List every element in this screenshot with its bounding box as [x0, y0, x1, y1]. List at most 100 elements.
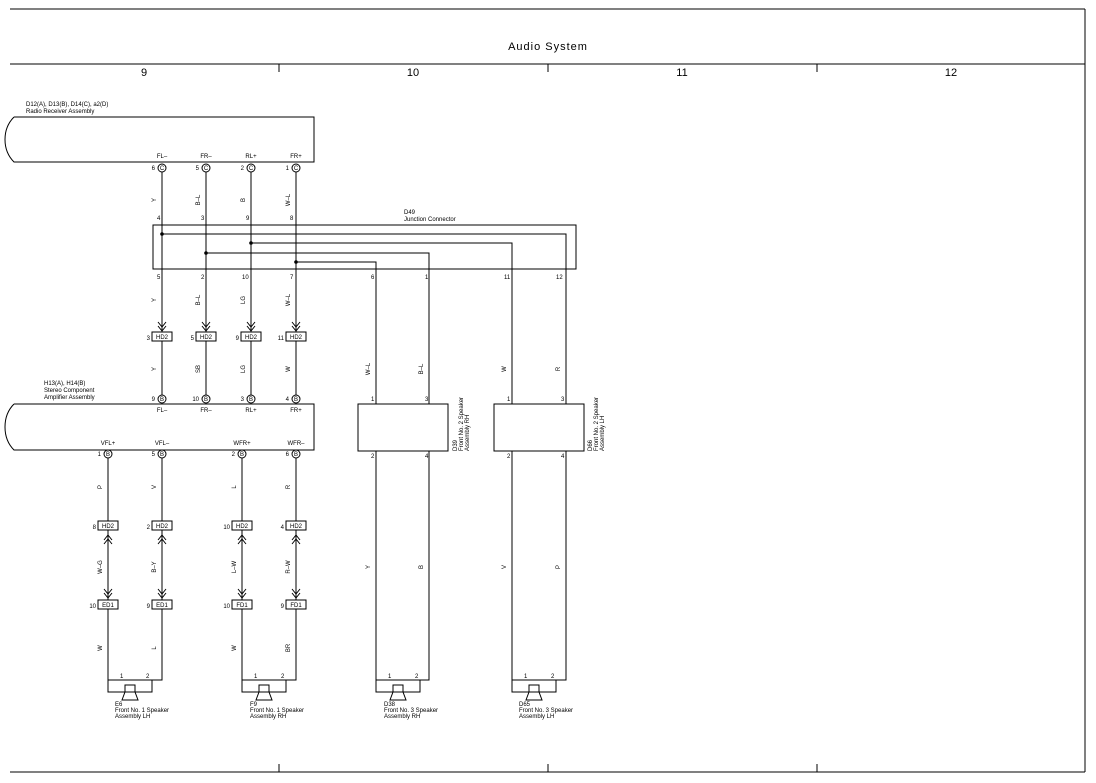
- amp-terminal: 1 B: [98, 449, 113, 459]
- wire-color: W–L: [286, 293, 292, 306]
- speaker-cone-icon: [255, 691, 273, 701]
- speaker-pin: 2: [507, 454, 511, 460]
- speaker-name: Assembly RH: [465, 415, 471, 451]
- hd2-connector: 8 HD2: [93, 520, 119, 531]
- svg-text:FD1: FD1: [290, 603, 302, 609]
- amplifier-name: Amplifier Assembly: [44, 395, 95, 401]
- speaker-d38: 1 2 D38 Front No. 3 Speaker Assembly RH: [375, 674, 438, 720]
- svg-text:1: 1: [98, 452, 102, 458]
- svg-text:2: 2: [232, 452, 236, 458]
- svg-text:B: B: [106, 452, 110, 458]
- speaker-name: Assembly RH: [250, 714, 286, 720]
- junction-pin: 1: [425, 275, 429, 281]
- speaker-icon: [392, 684, 404, 693]
- speaker-assembly-box: [357, 403, 449, 452]
- column-number: 11: [676, 67, 687, 79]
- speaker-name: Assembly LH: [600, 416, 606, 451]
- svg-text:B: B: [240, 452, 244, 458]
- terminal-signal: FR+: [290, 154, 302, 160]
- speaker-pin: 1: [120, 674, 124, 680]
- terminal-signal: FR–: [200, 408, 212, 414]
- svg-text:HD2: HD2: [245, 335, 258, 341]
- junction-pin: 2: [201, 275, 205, 281]
- amp-terminal: 10 B: [192, 394, 211, 404]
- speaker-pin: 2: [551, 674, 555, 680]
- svg-text:5: 5: [196, 166, 200, 172]
- wire-color: B–L: [196, 194, 202, 205]
- junction-pin: 10: [242, 275, 249, 281]
- svg-text:FD1: FD1: [236, 603, 248, 609]
- speaker-pin: 1: [524, 674, 528, 680]
- amplifier-id: H13(A), H14(B): [44, 381, 85, 387]
- wire-hd2-to-amp: Y SB LG W: [152, 341, 297, 395]
- svg-text:B: B: [160, 397, 164, 403]
- wire-to-front-speaker-1: W L W BR: [98, 609, 297, 681]
- svg-text:4: 4: [286, 397, 290, 403]
- wire-color: V: [502, 565, 508, 569]
- svg-text:ED1: ED1: [102, 603, 114, 609]
- column-ruler: 9 10 11 12: [141, 64, 957, 772]
- svg-text:C: C: [249, 166, 254, 172]
- svg-text:C: C: [160, 166, 165, 172]
- wire-color: W: [286, 366, 292, 372]
- wire-color: B: [241, 198, 247, 202]
- column-number: 9: [141, 67, 147, 79]
- speaker-id: E6: [115, 702, 123, 708]
- terminal-signal: FL–: [157, 408, 168, 414]
- speaker-id: F9: [250, 702, 258, 708]
- junction-pin: 11: [504, 275, 511, 281]
- speaker-name: Assembly LH: [115, 714, 150, 720]
- speaker-id: D66: [588, 439, 594, 451]
- speaker-cone-icon: [389, 691, 407, 701]
- wire-color: W: [502, 366, 508, 372]
- junction-pin: 8: [290, 216, 294, 222]
- svg-text:HD2: HD2: [236, 524, 249, 530]
- svg-text:5: 5: [191, 336, 195, 342]
- radio-terminal: 5 C: [196, 163, 211, 173]
- junction-pin: 5: [157, 275, 161, 281]
- wire-color: P: [98, 485, 104, 489]
- speaker-e6: 1 2 E6 Front No. 1 Speaker Assembly LH: [107, 674, 169, 720]
- column-number: 10: [407, 67, 419, 79]
- svg-text:10: 10: [223, 525, 230, 531]
- svg-text:C: C: [204, 166, 209, 172]
- terminal-signal: FR+: [290, 408, 302, 414]
- svg-text:B: B: [294, 452, 298, 458]
- svg-text:4: 4: [281, 525, 285, 531]
- hd2-connector: 11 HD2: [278, 331, 307, 342]
- radio-receiver-assembly: D12(A), D13(B), D14(C), a2(D) Radio Rece…: [4, 102, 315, 163]
- wire-color: R–W: [286, 560, 292, 574]
- speaker-pin: 1: [371, 397, 375, 403]
- wire-color: W: [232, 645, 238, 651]
- terminal-signal: WFR+: [233, 441, 251, 447]
- svg-text:9: 9: [236, 336, 240, 342]
- svg-text:10: 10: [223, 604, 230, 610]
- terminal-signal: WFR–: [288, 441, 306, 447]
- svg-text:2: 2: [147, 525, 151, 531]
- page-title: Audio System: [508, 41, 588, 53]
- speaker-name: Front No. 2 Speaker: [459, 397, 465, 451]
- svg-text:2: 2: [241, 166, 245, 172]
- speaker-name: Front No. 3 Speaker: [519, 708, 573, 714]
- svg-text:10: 10: [89, 604, 96, 610]
- speaker-name: Front No. 2 Speaker: [594, 397, 600, 451]
- splice-dot: [294, 260, 298, 264]
- splice-dot: [249, 241, 253, 245]
- fd1-connector: 9 FD1: [281, 599, 307, 610]
- wire-color: V: [152, 485, 158, 489]
- wire-radio-to-junction: Y B–L B W–L: [152, 172, 297, 225]
- svg-text:HD2: HD2: [200, 335, 213, 341]
- svg-text:HD2: HD2: [102, 524, 115, 530]
- terminal-signal: RL+: [245, 154, 257, 160]
- radio-terminal: 1 C: [286, 163, 301, 173]
- amplifier-box: [4, 403, 315, 451]
- amp-terminal: 9 B: [152, 394, 167, 404]
- svg-text:B: B: [204, 397, 208, 403]
- wire-color: B–L: [196, 294, 202, 305]
- radio-terminal: 2 C: [241, 163, 256, 173]
- radio-receiver-id: D12(A), D13(B), D14(C), a2(D): [26, 102, 108, 108]
- svg-text:HD2: HD2: [290, 524, 303, 530]
- wire-color: W: [98, 645, 104, 651]
- junction-id: D49: [404, 210, 416, 216]
- wire-color: L: [232, 485, 238, 489]
